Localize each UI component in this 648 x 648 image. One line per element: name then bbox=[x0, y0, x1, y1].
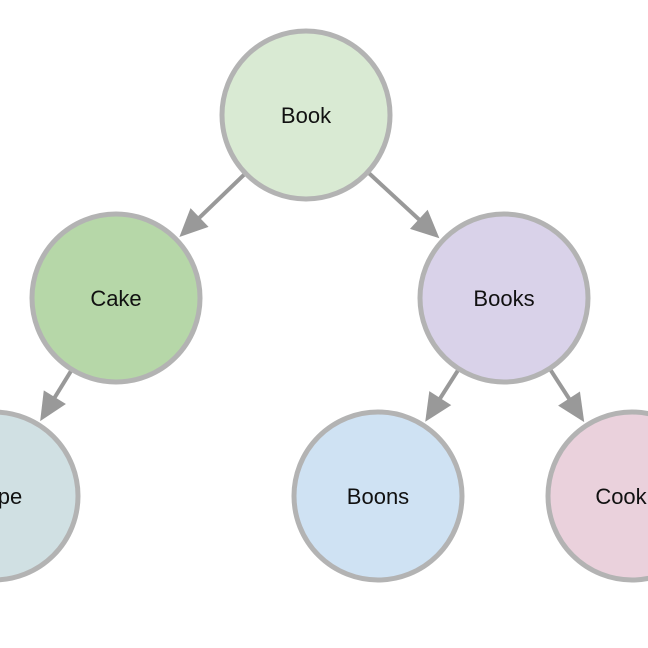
node-books: Books bbox=[417, 211, 591, 385]
edge-line bbox=[549, 369, 572, 402]
node-label: Book bbox=[281, 103, 332, 128]
node-circle bbox=[29, 211, 203, 385]
arrowhead-icon bbox=[558, 391, 585, 423]
edge-books-boons bbox=[425, 369, 460, 422]
node-label: Boons bbox=[347, 484, 409, 509]
edge-book-books bbox=[367, 171, 440, 239]
node-book: Book bbox=[219, 28, 393, 202]
edge-line bbox=[52, 370, 73, 400]
edge-line bbox=[437, 369, 460, 401]
edge-cake-cape bbox=[40, 370, 73, 422]
arrowhead-icon bbox=[40, 390, 66, 422]
node-cape: pe bbox=[0, 409, 81, 583]
node-label: Books bbox=[473, 286, 534, 311]
node-circle bbox=[291, 409, 465, 583]
node-cook: Cook bbox=[545, 409, 648, 583]
arrowhead-icon bbox=[425, 391, 452, 422]
edges-layer bbox=[40, 171, 585, 423]
node-label: Cook bbox=[595, 484, 647, 509]
arrowhead-icon bbox=[179, 208, 209, 237]
edge-book-cake bbox=[179, 173, 246, 237]
node-circle bbox=[0, 409, 81, 583]
edge-line bbox=[367, 171, 422, 223]
node-circle bbox=[219, 28, 393, 202]
edge-books-cook bbox=[549, 369, 585, 423]
node-label: pe bbox=[0, 484, 22, 509]
node-cake: Cake bbox=[29, 211, 203, 385]
node-circle bbox=[545, 409, 648, 583]
node-circle bbox=[417, 211, 591, 385]
node-label: Cake bbox=[90, 286, 141, 311]
edge-line bbox=[196, 173, 246, 221]
node-boons: Boons bbox=[291, 409, 465, 583]
arrowhead-icon bbox=[409, 209, 440, 239]
